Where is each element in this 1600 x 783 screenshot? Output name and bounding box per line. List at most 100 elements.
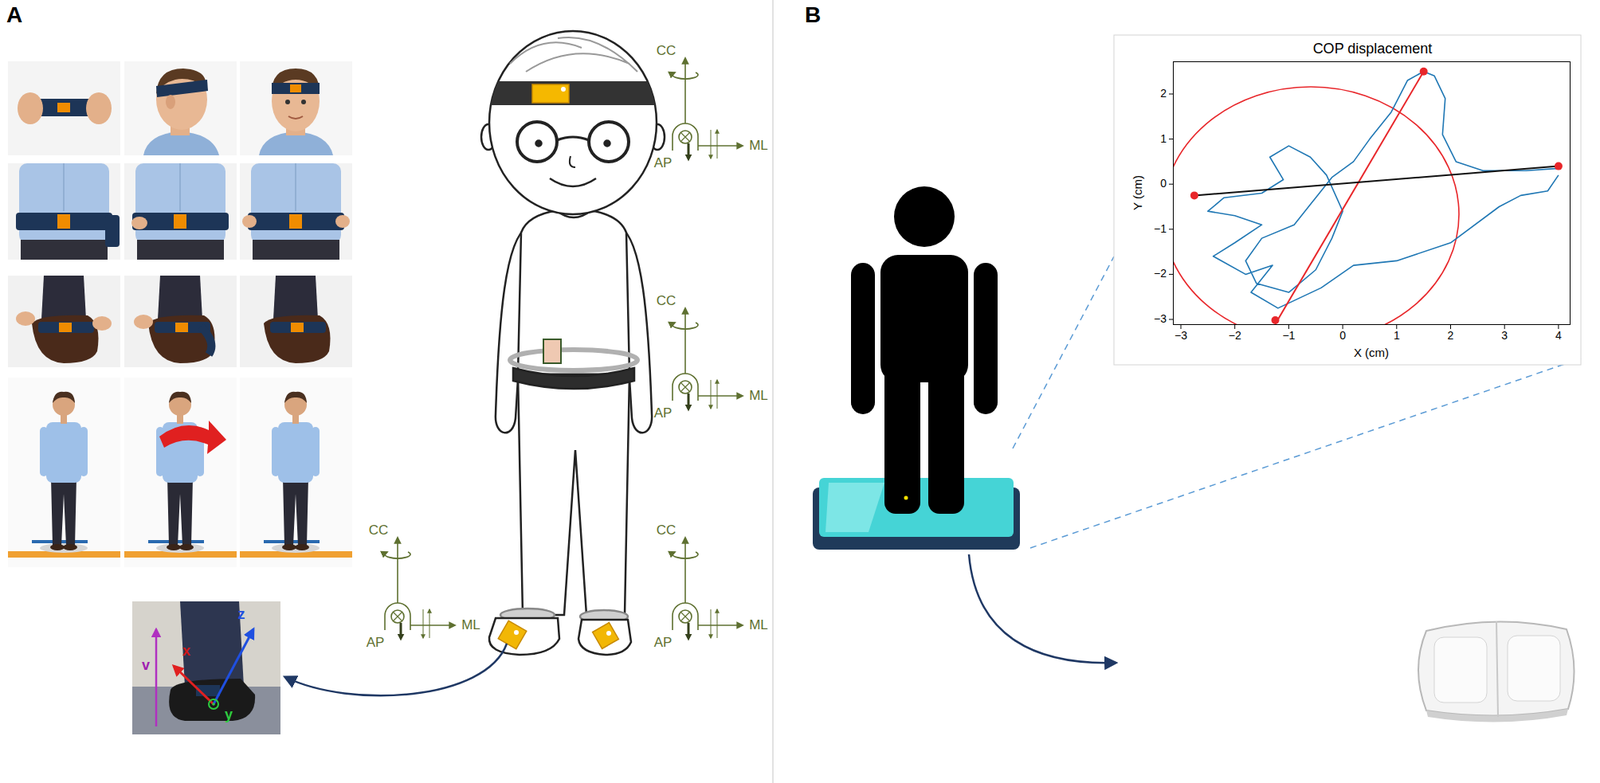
foot-strap-photos-part xyxy=(15,311,36,326)
axis-letter: x xyxy=(182,643,191,660)
headband-photos-part xyxy=(124,61,237,156)
cartoon-person xyxy=(478,31,670,655)
foot-strap-photos-part xyxy=(124,275,237,368)
tick-label: −2 xyxy=(1153,268,1167,281)
axis-icons-part xyxy=(672,537,743,639)
cop-chart-part-part xyxy=(1504,325,1506,330)
cop-chart xyxy=(1113,35,1581,365)
cartoon-person-part xyxy=(556,137,589,141)
foot-strap-photos-part xyxy=(133,314,153,330)
cartoon-person-part xyxy=(606,631,612,636)
cartoon-person-part xyxy=(604,141,611,147)
axis-icons xyxy=(384,58,743,639)
foot-sensor-photo-part-part xyxy=(168,678,255,722)
axis-name: AP xyxy=(654,406,673,422)
cop-chart-part-part xyxy=(1396,325,1397,330)
axis-icons-part xyxy=(672,308,743,409)
stick-figure-part xyxy=(904,496,909,501)
cartoon-person-part xyxy=(489,31,657,215)
axis-name: CC xyxy=(368,523,389,539)
headband-photos-part xyxy=(7,61,121,156)
foot-sensor-photo-part xyxy=(132,601,281,735)
axis-name: ML xyxy=(461,618,481,634)
cartoon-person-part xyxy=(517,121,557,162)
walking-photos xyxy=(7,377,353,568)
headband-photos xyxy=(7,61,353,156)
balance-board-part xyxy=(825,482,885,533)
wii-balance-board-part xyxy=(1507,635,1561,702)
belt-photos-part xyxy=(7,163,121,260)
cop-chart-part-part xyxy=(1194,166,1559,197)
foot-sensor-photo-part xyxy=(173,666,214,705)
tick-label: −3 xyxy=(1174,329,1188,342)
cop-chart-part-part xyxy=(1342,325,1344,330)
headband-photos-part xyxy=(165,94,176,110)
tick-label: 1 xyxy=(1393,329,1400,342)
axis-name: CC xyxy=(656,43,677,59)
axis-name: ML xyxy=(749,138,769,154)
axis-name: ML xyxy=(749,388,769,404)
panel-letter: A xyxy=(6,3,23,28)
belt-photos-part xyxy=(242,215,257,228)
walking-photos-part xyxy=(159,420,227,455)
cartoon-person-part-part xyxy=(478,81,670,106)
cop-chart-part xyxy=(1190,191,1199,200)
stick-figure-part xyxy=(894,186,955,248)
headband-photos-part xyxy=(301,99,306,105)
cartoon-person-part xyxy=(536,141,542,147)
cop-chart-part xyxy=(1113,35,1581,365)
walking-photos-part xyxy=(124,377,237,568)
cartoon-person-part xyxy=(498,620,527,650)
tick-label: −1 xyxy=(1282,329,1295,342)
axis-letter: y xyxy=(224,707,233,724)
foot-sensor-photo-part xyxy=(213,629,254,705)
pointer-arrow xyxy=(968,554,1116,663)
cartoon-person-part xyxy=(569,156,576,168)
headband-photos-part xyxy=(17,92,44,125)
headband-photos-part xyxy=(288,116,303,119)
axis-name: ML xyxy=(749,618,769,634)
cartoon-person-part xyxy=(592,623,620,650)
cop-chart-part xyxy=(1419,67,1428,76)
axis-name: AP xyxy=(654,635,673,651)
walking-photos-part xyxy=(239,377,353,568)
foot-sensor-photo-part xyxy=(211,702,216,706)
cop-chart-part-part xyxy=(1172,86,1459,326)
cop-chart-part xyxy=(1172,71,1559,326)
foot-sensor-photo-part xyxy=(208,699,219,710)
cartoon-person-part xyxy=(543,339,561,364)
walking-photos-part xyxy=(156,392,204,553)
tick-label: 4 xyxy=(1555,329,1562,342)
foot-sensor-photo-part-part xyxy=(132,601,281,735)
cartoon-person-part xyxy=(478,81,670,106)
foot-strap-photos-part xyxy=(200,326,212,355)
stick-figure-part xyxy=(884,358,921,514)
foot-strap-photos-part xyxy=(239,275,353,368)
tick-label: 0 xyxy=(1339,329,1346,342)
stick-figure-part xyxy=(850,262,875,415)
tick-label: 3 xyxy=(1501,329,1508,342)
foot-strap-photos-part xyxy=(92,316,112,331)
cartoon-person-part xyxy=(532,84,569,103)
belt-photos-part xyxy=(124,163,237,260)
tick-label: −2 xyxy=(1228,329,1242,342)
belt-photos-part xyxy=(105,215,120,248)
wii-balance-board-part xyxy=(1434,637,1487,703)
cartoon-person-part xyxy=(509,37,638,72)
cop-chart-part-part xyxy=(1180,325,1182,330)
axis-name: AP xyxy=(654,156,673,172)
headband-photos-part xyxy=(156,69,208,130)
headband-photos-part xyxy=(285,99,291,105)
pointer-arrow xyxy=(285,643,507,696)
axis-title: X (cm) xyxy=(1353,346,1389,361)
cop-chart-part-part xyxy=(1288,325,1290,330)
stick-figure-part xyxy=(928,358,965,514)
axis-letter: z xyxy=(238,607,246,624)
axis-name: AP xyxy=(366,635,385,651)
axis-title: Y (cm) xyxy=(1131,175,1146,211)
walking-photos-part xyxy=(271,392,320,553)
headband-photos-part xyxy=(239,61,353,156)
axis-name: CC xyxy=(656,294,677,310)
tick-label: 2 xyxy=(1160,87,1167,100)
